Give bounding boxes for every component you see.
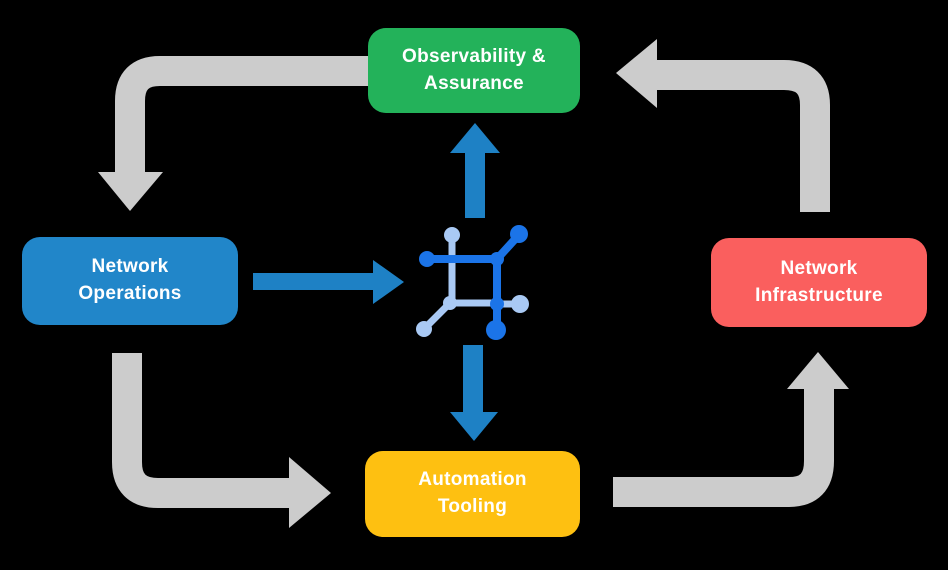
node-automation-tooling: Automation Tooling: [365, 451, 580, 537]
node-network-operations: Network Operations: [22, 237, 238, 325]
cycle-arrow-automation-to-infrastructure: [613, 352, 849, 507]
node-observability-assurance-label: Observability & Assurance: [402, 45, 546, 94]
hub-arrow-center-to-automation: [450, 345, 498, 441]
node-automation-tooling-label: Automation Tooling: [418, 469, 527, 517]
node-network-infrastructure: Network Infrastructure: [711, 238, 927, 327]
hub-arrow-operations-to-center: [253, 260, 404, 304]
hub-arrow-center-to-observability: [450, 123, 500, 218]
node-network-infrastructure-label: Network Infrastructure: [755, 257, 883, 306]
cycle-arrow-observability-to-operations: [98, 56, 370, 211]
cycle-arrow-infrastructure-to-observability: [616, 39, 830, 212]
cycle-arrow-operations-to-automation: [112, 353, 331, 528]
network-fabric-icon: [416, 225, 529, 340]
node-network-operations-label: Network Operations: [78, 256, 182, 304]
node-observability-assurance: Observability & Assurance: [368, 28, 580, 113]
